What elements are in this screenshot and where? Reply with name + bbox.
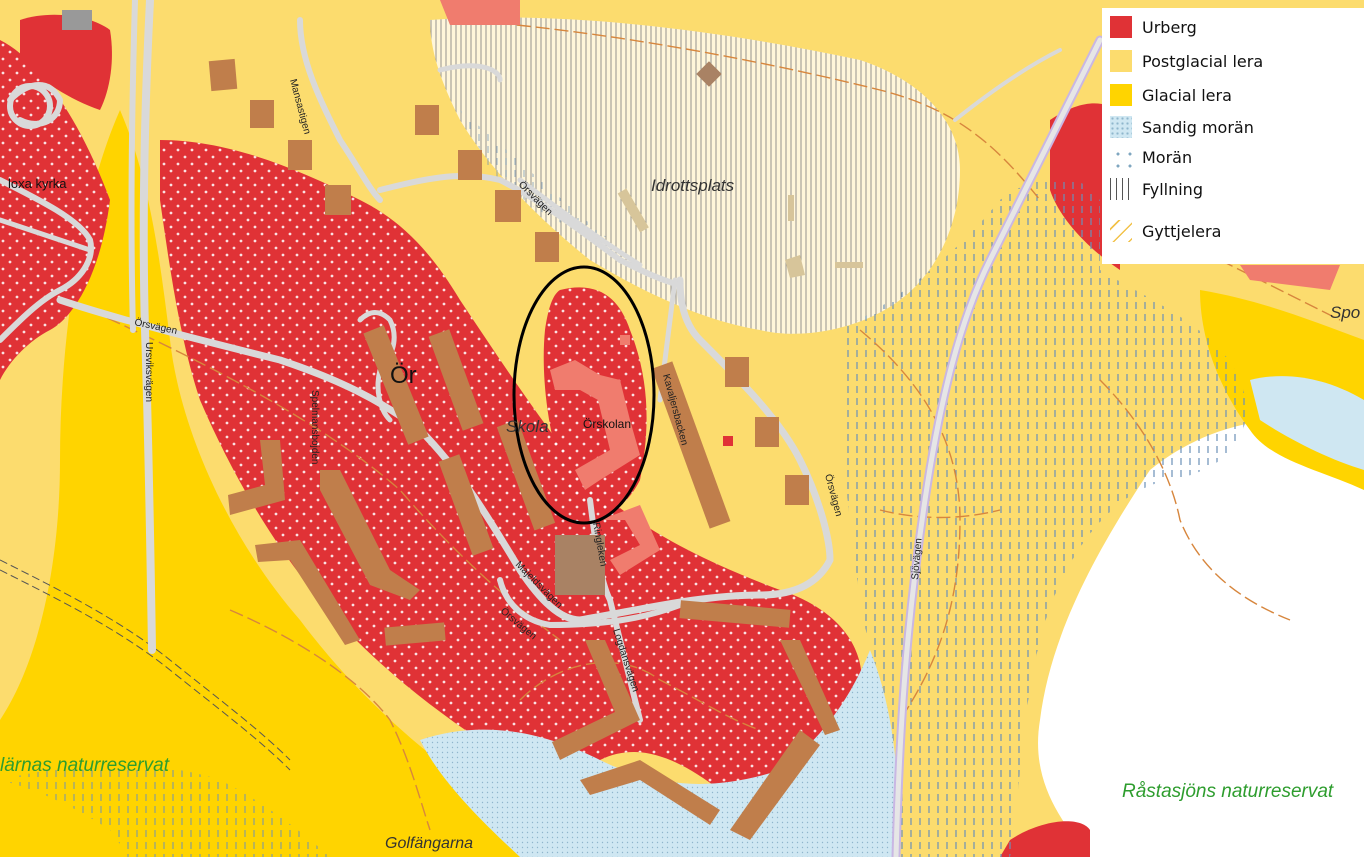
label-spelmansbojden: Spelmansbojden	[309, 390, 320, 465]
legend-item-glacial-lera: Glacial lera	[1110, 82, 1232, 108]
legend-item-urberg: Urberg	[1110, 14, 1197, 40]
rail-line	[0, 559, 291, 771]
sandy-moraine-east	[1250, 376, 1364, 470]
highlight-ellipse	[512, 265, 656, 525]
legend-swatch-fyllning	[1110, 178, 1132, 200]
label-golfangarna: Golfängarna	[385, 835, 473, 852]
north-pink-building	[440, 0, 520, 25]
legend-swatch-glacial	[1110, 84, 1132, 106]
lake-east	[1038, 417, 1364, 857]
sandy-moraine-south-dots	[420, 650, 900, 857]
legend-item-postglacial-lera: Postglacial lera	[1110, 48, 1263, 74]
label-naturreservat-west: lärnas naturreservat	[0, 755, 170, 776]
bedrock-north-topleft	[20, 14, 112, 110]
label-idrottsplats: Idrottsplats	[651, 176, 735, 195]
label-skola: Skola	[506, 417, 549, 436]
label-spo: Spo	[1330, 303, 1360, 322]
moraine-ticks-center	[460, 110, 610, 240]
roundabout	[7, 83, 53, 129]
legend-swatch-moran	[1110, 146, 1132, 168]
label-orskolan: Örskolan	[583, 417, 631, 431]
label-ursviksvagen: Ursviksvägen	[143, 342, 154, 402]
legend-swatch-sandig	[1110, 116, 1132, 138]
moraine-ticks-east	[840, 177, 1247, 857]
east-pink-building	[1240, 265, 1340, 290]
label-kyrka: loxa kyrka	[8, 176, 67, 191]
fill-sports-field-lines	[430, 17, 960, 334]
legend-swatch-gyttjelera	[1110, 220, 1132, 242]
legend-item-fyllning: Fyllning	[1110, 176, 1203, 202]
legend-panel: Urberg Postglacial lera Glacial lera San…	[1102, 8, 1364, 264]
legend-swatch-postglacial	[1110, 50, 1132, 72]
legend-label: Morän	[1142, 147, 1193, 167]
legend-label: Postglacial lera	[1142, 51, 1264, 71]
label-rastasjon: Råstasjöns naturreservat	[1122, 781, 1334, 802]
sjovagen-highway	[891, 35, 1105, 857]
sports-field-buildings	[617, 61, 863, 278]
label-sjovagen: Sjövägen	[910, 538, 925, 581]
legend-label: Glacial lera	[1142, 85, 1232, 105]
label-or: Ör	[390, 362, 417, 389]
legend-label: Fyllning	[1142, 179, 1203, 199]
legend-label: Gyttjelera	[1142, 221, 1222, 241]
legend-item-sandig-moran: Sandig morän	[1110, 114, 1254, 140]
school-buildings	[550, 335, 733, 575]
buildings	[208, 58, 840, 840]
legend-swatch-urberg	[1110, 16, 1132, 38]
church-building	[62, 10, 92, 30]
bedrock-southeast	[1000, 821, 1090, 857]
legend-label: Sandig morän	[1142, 117, 1254, 137]
legend-item-gyttjelera: Gyttjelera	[1110, 218, 1221, 244]
moraine-ticks-west	[0, 765, 330, 857]
legend-item-moran: Morän	[1110, 144, 1192, 170]
legend-label: Urberg	[1142, 17, 1197, 37]
